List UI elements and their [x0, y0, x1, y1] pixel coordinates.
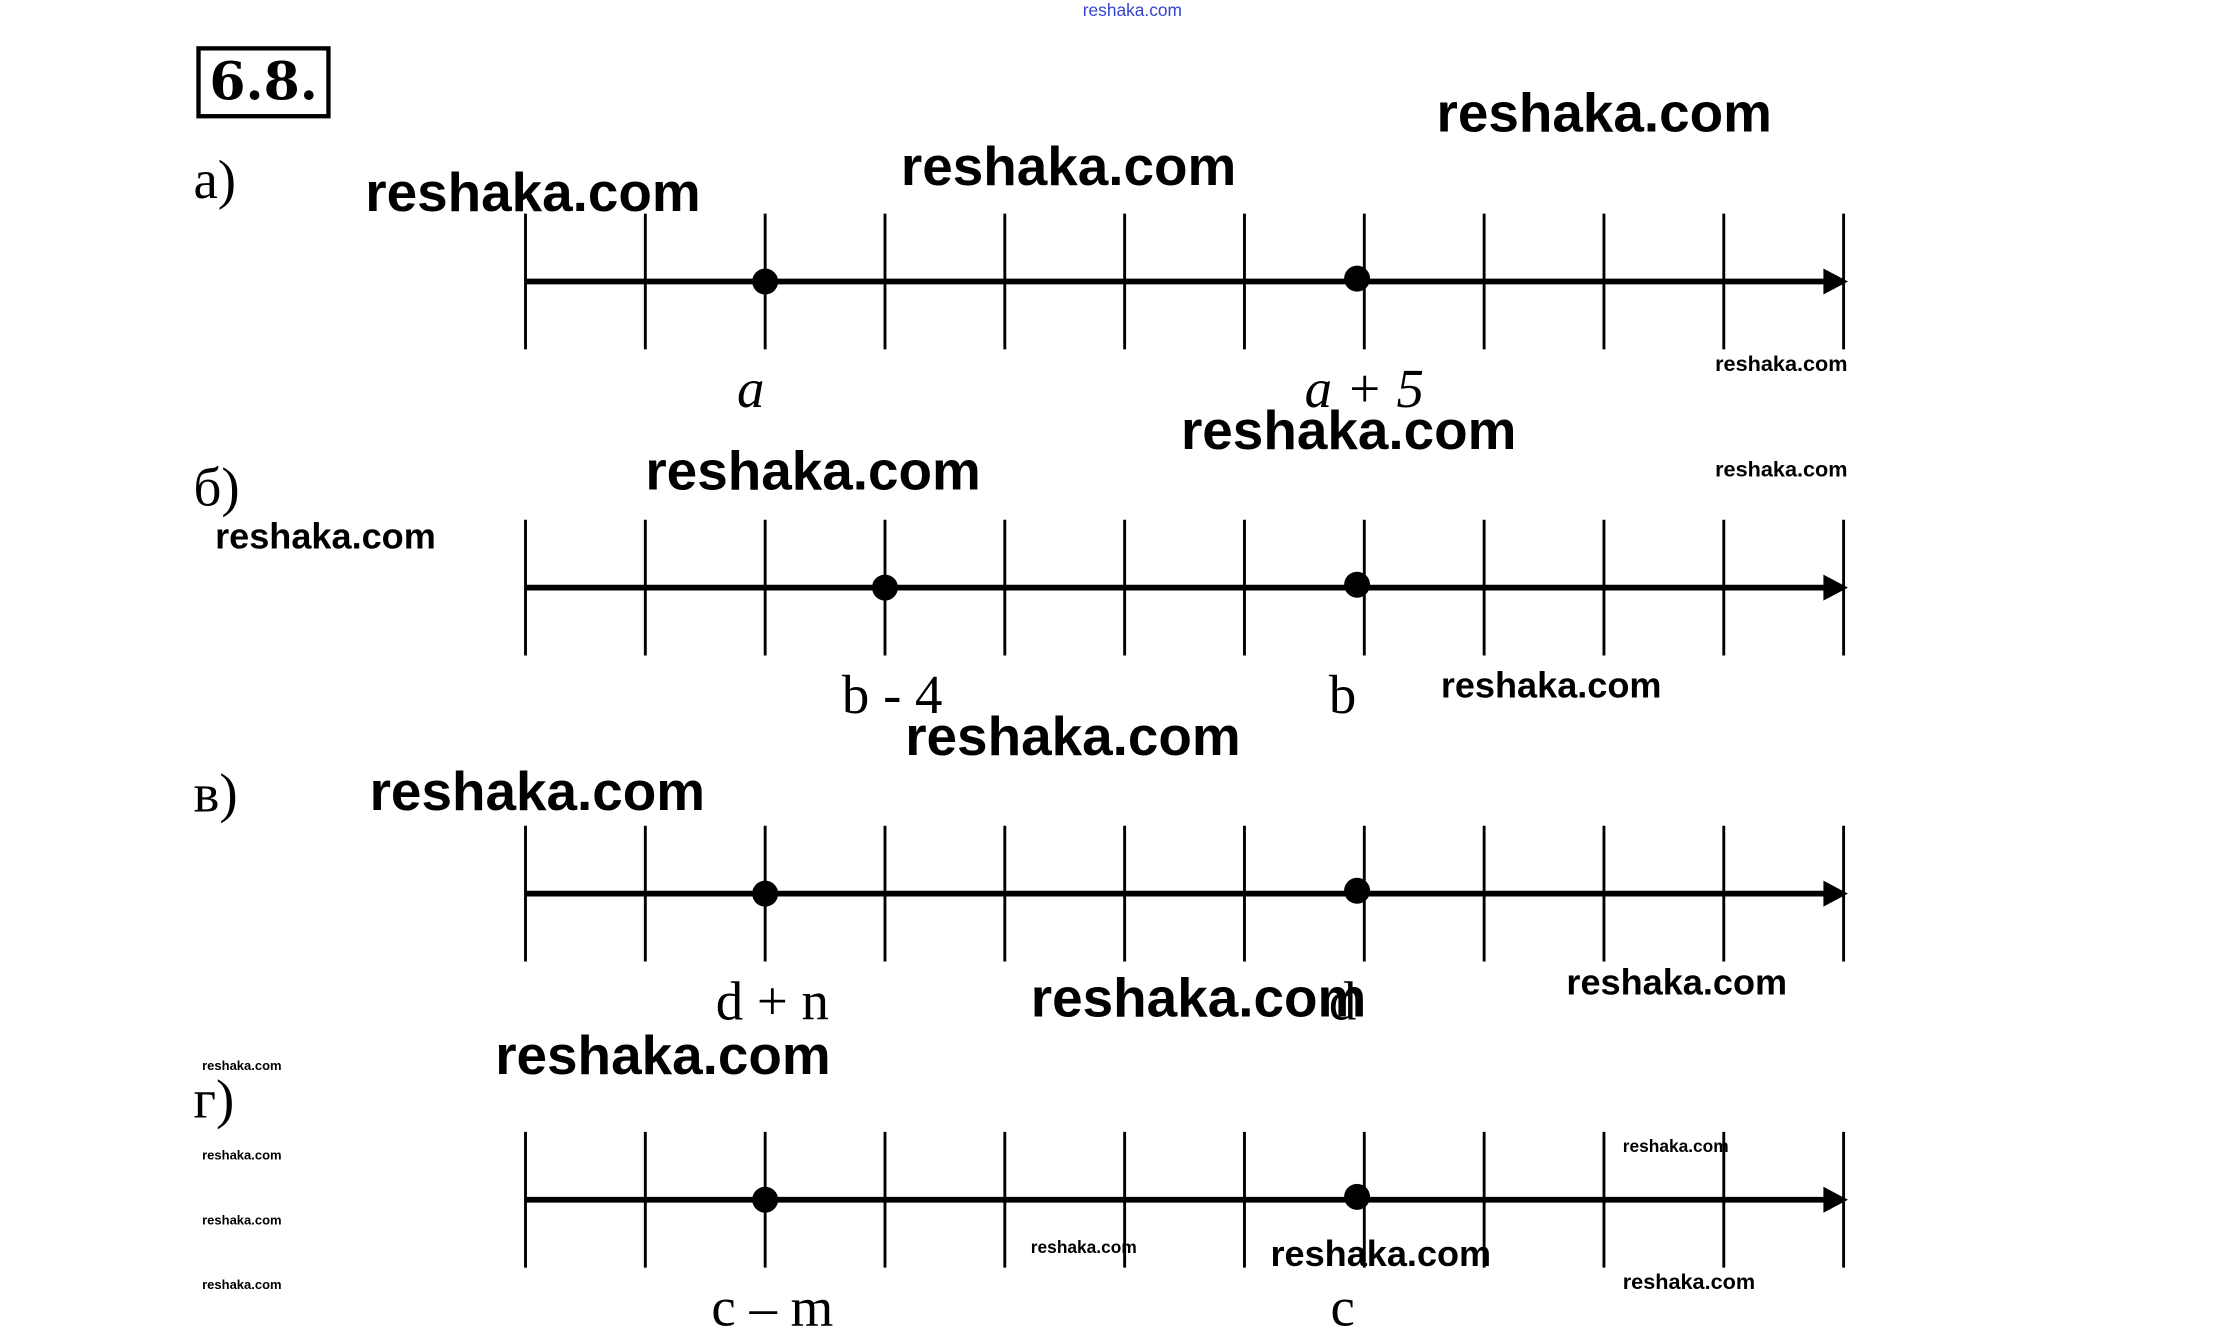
watermark: reshaka.com: [1030, 968, 1367, 1030]
exercise-number: 6.8.: [196, 46, 331, 119]
watermark: reshaka.com: [1566, 962, 1788, 1004]
point-label: b - 4: [841, 665, 943, 727]
watermark: reshaka.com: [1180, 401, 1517, 462]
point-label: d: [1328, 971, 1357, 1033]
watermark: reshaka.com: [365, 163, 701, 224]
point-label: a + 5: [1304, 359, 1424, 421]
point-dot: [1344, 877, 1371, 904]
arrow-head: [1823, 1186, 1848, 1213]
part-label: г): [193, 1069, 235, 1131]
part-label: в): [193, 763, 238, 825]
watermark: reshaka.com: [202, 1058, 282, 1073]
watermark: reshaka.com: [1270, 1234, 1492, 1275]
point-dot: [1344, 571, 1371, 598]
watermark: reshaka.com: [215, 516, 436, 558]
point-label: a: [737, 359, 765, 421]
watermark: reshaka.com: [1082, 0, 1182, 21]
watermark: reshaka.com: [202, 1212, 282, 1228]
watermark: reshaka.com: [1715, 352, 1848, 377]
point-dot: [1344, 1183, 1371, 1210]
arrow-head: [1823, 880, 1848, 907]
arrow-head: [1823, 574, 1848, 601]
watermark: reshaka.com: [1622, 1136, 1729, 1157]
watermark: reshaka.com: [900, 137, 1237, 198]
point-label: c: [1330, 1277, 1355, 1339]
part-label: а): [193, 150, 237, 211]
watermark: reshaka.com: [202, 1277, 282, 1293]
point-dot: [752, 1186, 779, 1213]
watermark: reshaka.com: [1030, 1237, 1137, 1258]
watermark: reshaka.com: [369, 762, 706, 823]
watermark: reshaka.com: [495, 1026, 831, 1088]
point-dot: [752, 268, 779, 295]
point-label: c – m: [711, 1277, 834, 1339]
point-dot: [871, 574, 898, 601]
watermark: reshaka.com: [1715, 457, 1848, 483]
watermark: reshaka.com: [1622, 1270, 1756, 1295]
watermark: reshaka.com: [202, 1147, 282, 1163]
point-label: b: [1328, 665, 1357, 727]
part-label: б): [193, 457, 240, 519]
watermark: reshaka.com: [905, 707, 1241, 769]
point-dot: [752, 880, 779, 907]
point-label: d + n: [715, 971, 829, 1033]
watermark: reshaka.com: [1436, 83, 1772, 145]
watermark: reshaka.com: [645, 441, 981, 503]
point-dot: [1344, 265, 1371, 292]
watermark: reshaka.com: [1440, 665, 1662, 706]
arrow-head: [1823, 268, 1848, 295]
